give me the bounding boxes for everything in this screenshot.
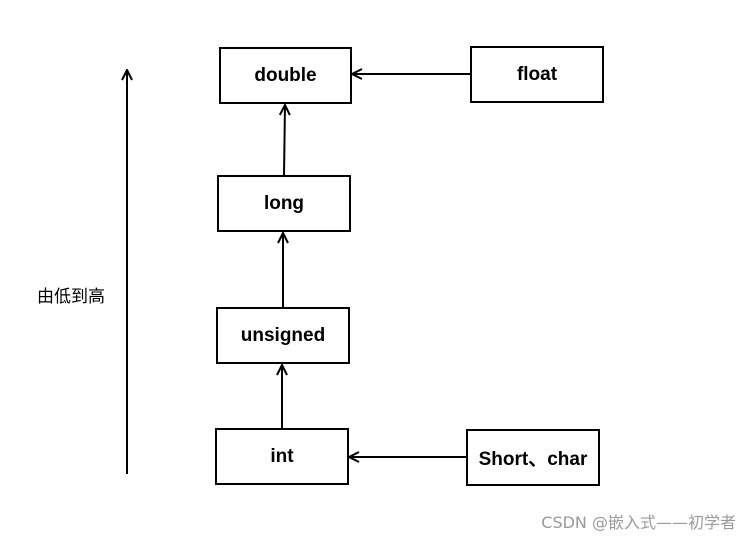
- watermark: CSDN @嵌入式——初学者: [541, 513, 736, 532]
- low-to-high-label: 由低到高: [37, 287, 105, 307]
- node-int: int: [215, 428, 349, 485]
- node-int-label: int: [270, 445, 294, 467]
- node-unsigned-label: unsigned: [240, 324, 326, 346]
- node-double: double: [219, 47, 352, 104]
- node-short-char-label: Short、char: [478, 449, 588, 470]
- node-short-char: Short、char: [466, 429, 600, 486]
- node-double-label: double: [254, 64, 317, 86]
- arrow-long-to-double: [284, 105, 285, 176]
- node-float-label: float: [516, 63, 558, 85]
- node-unsigned: unsigned: [216, 307, 350, 364]
- node-long-label: long: [263, 192, 305, 214]
- node-long: long: [217, 175, 351, 232]
- node-float: float: [470, 46, 604, 103]
